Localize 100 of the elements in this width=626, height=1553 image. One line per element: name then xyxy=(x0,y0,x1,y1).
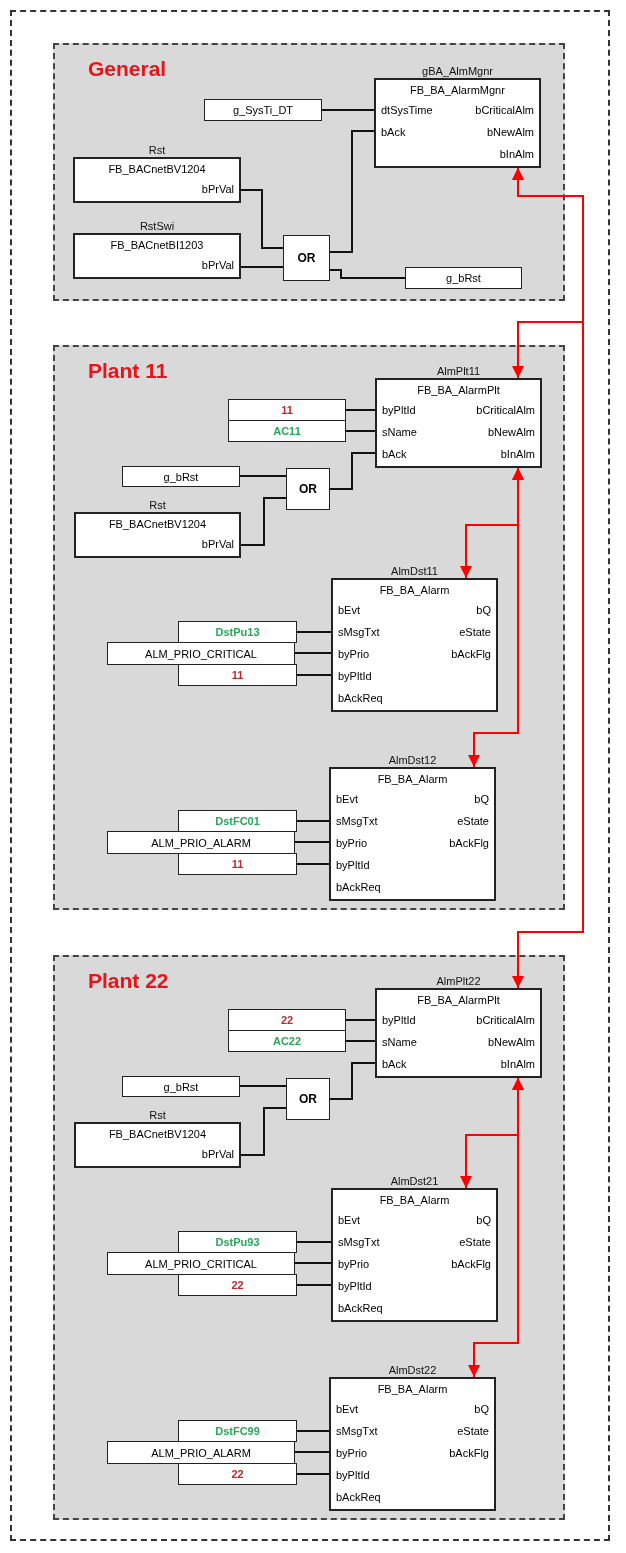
connector-line xyxy=(296,820,330,822)
block-type: FB_BA_Alarm xyxy=(379,583,450,598)
pin-name: byPrio xyxy=(338,647,370,661)
pin-name: sMsgTxt xyxy=(338,625,380,639)
pin-name: bInAlm xyxy=(500,447,535,461)
connector-line xyxy=(294,1451,330,1453)
block-type: FB_BA_Alarm xyxy=(379,1193,450,1208)
pin-name: bAckReq xyxy=(338,1301,383,1315)
connector-line xyxy=(345,409,376,411)
block-type: FB_BACnetBI1203 xyxy=(110,238,204,253)
pin-name: bCriticalAlm xyxy=(475,103,534,117)
pin-name: byPrio xyxy=(336,836,368,850)
connector-line xyxy=(240,497,287,546)
variable-box: AC22 xyxy=(228,1030,346,1052)
arrow xyxy=(468,467,524,768)
instance-name: AlmDst22 xyxy=(388,1364,437,1376)
instance-name: Rst xyxy=(149,499,166,511)
pin-name: bAck xyxy=(382,447,407,461)
instance-name: RstSwi xyxy=(139,220,175,232)
variable-box: DstPu13 xyxy=(178,621,297,643)
connector-line xyxy=(296,1284,332,1286)
variable-box: ALM_PRIO_CRITICAL xyxy=(107,642,295,665)
pin-name: bCriticalAlm xyxy=(476,1013,535,1027)
connector-line xyxy=(296,674,332,676)
variable-box: 22 xyxy=(228,1009,346,1031)
pin-name: eState xyxy=(459,1235,491,1249)
instance-name: AlmDst11 xyxy=(391,565,438,577)
pin-name: bPrVal xyxy=(201,182,234,196)
instance-name: AlmPlt11 xyxy=(436,365,481,377)
or-gate: OR xyxy=(283,235,330,281)
pin-name: bAckFlg xyxy=(451,1257,491,1271)
variable-box: 22 xyxy=(178,1463,297,1485)
pin-name: bAckFlg xyxy=(449,836,489,850)
variable-box: 22 xyxy=(178,1274,297,1296)
variable-box: 11 xyxy=(228,399,346,421)
pin-name: bAckFlg xyxy=(451,647,491,661)
connector-line xyxy=(329,452,376,490)
pin-name: bPrVal xyxy=(201,1147,234,1161)
connector-line xyxy=(294,652,332,654)
pin-name: bCriticalAlm xyxy=(476,403,535,417)
pin-name: byPltId xyxy=(338,1279,372,1293)
connector-line xyxy=(321,109,375,111)
block-type: FB_BA_Alarm xyxy=(377,1382,448,1397)
instance-name: gBA_AlmMgnr xyxy=(422,65,493,77)
pin-name: bAckReq xyxy=(338,691,383,705)
connector-line xyxy=(294,841,330,843)
pin-name: bNewAlm xyxy=(487,1035,535,1049)
variable-box: g_bRst xyxy=(122,1076,240,1097)
variable-box: 11 xyxy=(178,853,297,875)
pin-name: byPrio xyxy=(338,1257,370,1271)
group-panel xyxy=(53,345,565,910)
pin-name: byPltId xyxy=(336,858,370,872)
group-panel xyxy=(53,955,565,1520)
instance-name: AlmPlt22 xyxy=(436,975,481,987)
pin-name: bEvt xyxy=(336,1402,358,1416)
variable-box: ALM_PRIO_CRITICAL xyxy=(107,1252,295,1275)
connector-line xyxy=(239,475,287,477)
or-gate: OR xyxy=(286,468,330,510)
group-panel xyxy=(53,43,565,301)
pin-name: eState xyxy=(457,1424,489,1438)
block-type: FB_BA_AlarmPlt xyxy=(417,383,500,398)
or-gate: OR xyxy=(286,1078,330,1120)
pin-name: sName xyxy=(382,1035,417,1049)
block-type: FB_BA_Alarm xyxy=(377,772,448,787)
connector-line xyxy=(239,1085,287,1087)
connector-line xyxy=(329,269,406,279)
pin-name: byPltId xyxy=(382,403,416,417)
connector-line xyxy=(345,1019,376,1021)
variable-box: DstFC99 xyxy=(178,1420,297,1442)
connector-line xyxy=(296,863,330,865)
panel-title: Plant 11 xyxy=(88,359,168,383)
pin-name: bNewAlm xyxy=(487,425,535,439)
connector-line xyxy=(294,1262,332,1264)
pin-name: bQ xyxy=(476,1213,491,1227)
instance-name: AlmDst12 xyxy=(388,754,437,766)
connector-line xyxy=(345,430,376,432)
pin-name: sMsgTxt xyxy=(336,814,378,828)
pin-name: bNewAlm xyxy=(486,125,534,139)
pin-name: bEvt xyxy=(338,1213,360,1227)
block-type: FB_BA_AlarmMgnr xyxy=(410,83,505,98)
connector-line xyxy=(329,1062,376,1100)
arrow xyxy=(468,1077,524,1378)
block-type: FB_BACnetBV1204 xyxy=(108,517,207,532)
pin-name: bAckReq xyxy=(336,1490,381,1504)
variable-box: DstFC01 xyxy=(178,810,297,832)
pin-name: bPrVal xyxy=(201,537,234,551)
pin-name: bQ xyxy=(476,603,491,617)
pin-name: bInAlm xyxy=(499,147,534,161)
pin-name: bEvt xyxy=(336,792,358,806)
arrow xyxy=(512,167,584,989)
block-type: FB_BACnetBV1204 xyxy=(108,1127,207,1142)
connector-line xyxy=(296,1473,330,1475)
connector-line xyxy=(296,631,332,633)
connector-line xyxy=(240,1107,287,1156)
pin-name: bEvt xyxy=(338,603,360,617)
pin-name: bAckFlg xyxy=(449,1446,489,1460)
pin-name: dtSysTime xyxy=(381,103,433,117)
pin-name: bAck xyxy=(381,125,406,139)
pin-name: bQ xyxy=(474,1402,489,1416)
variable-box: ALM_PRIO_ALARM xyxy=(107,831,295,854)
